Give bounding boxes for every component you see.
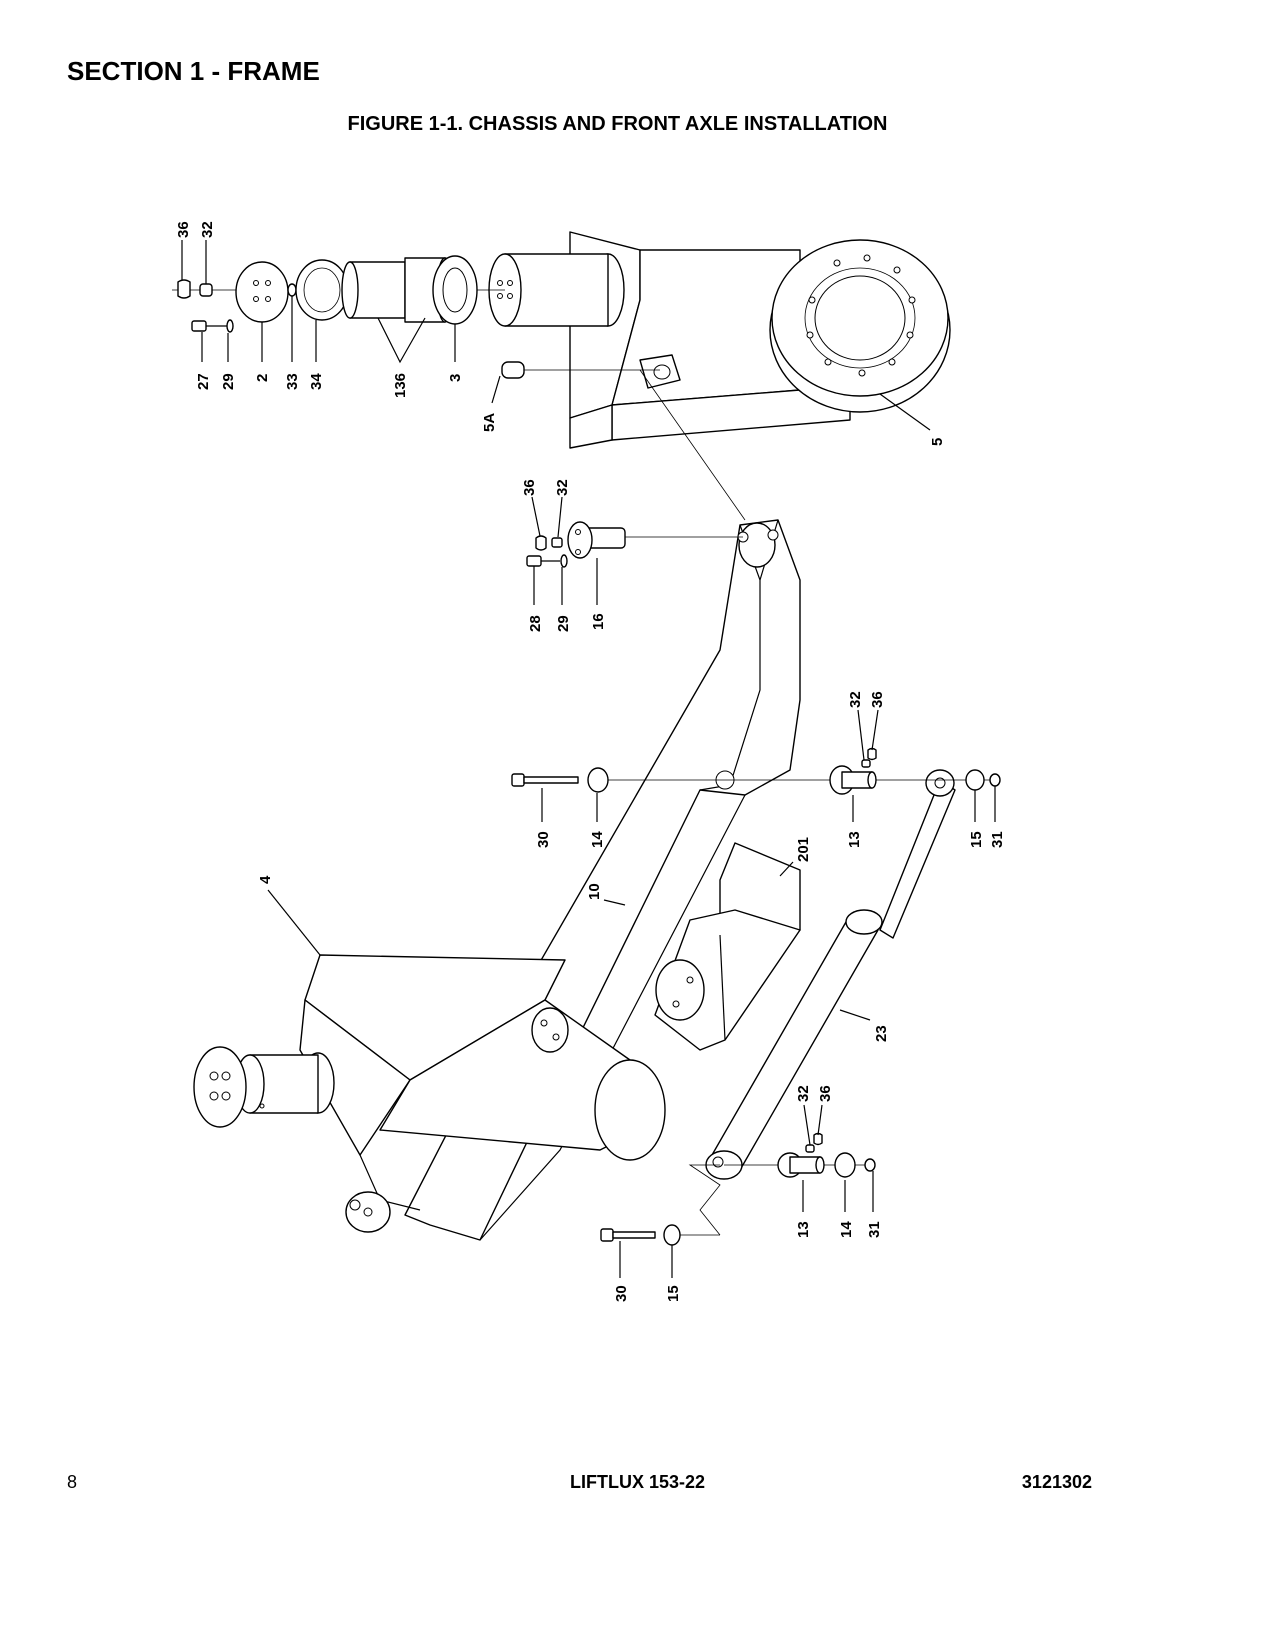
callout-36: 36: [817, 1085, 834, 1102]
callout-13: 13: [846, 831, 863, 848]
callout-5a: 5A: [481, 413, 498, 432]
callout-2: 2: [254, 374, 271, 382]
callout-30: 30: [535, 831, 552, 848]
part-36-cap-a: [177, 279, 191, 299]
middle-pin-stack: [267, 709, 1001, 956]
callout-13: 13: [795, 1221, 812, 1238]
callout-34: 34: [308, 373, 325, 390]
callout-201: 201: [795, 837, 812, 862]
part-27-bolt: [191, 320, 207, 332]
callout-4: 4: [257, 875, 274, 884]
top-exploded-parts: [172, 255, 660, 379]
part-29-washer-a: [226, 319, 234, 333]
callout-10: 10: [586, 883, 603, 900]
part-5a-bushing: [501, 361, 525, 379]
part-4-rear-housing: [193, 954, 666, 1233]
callout-15: 15: [665, 1285, 682, 1302]
callout-36: 36: [521, 479, 538, 496]
top-callout-leaders: [181, 240, 501, 404]
part-16-pivot-pin: [526, 496, 743, 605]
callout-32: 32: [554, 479, 571, 496]
callout-32: 32: [199, 221, 216, 238]
part-2-cap-plate: [235, 261, 289, 323]
page-number: 8: [67, 1472, 78, 1492]
callout-labels: 36 32 27 29 2 33 34 136 3 5A 5 36 32 28 …: [175, 221, 1006, 1302]
callout-5: 5: [929, 438, 946, 446]
part-5-axle-housing: [488, 231, 951, 449]
callout-28: 28: [527, 615, 544, 632]
document-number: 3121302: [1021, 1472, 1092, 1492]
callout-23: 23: [873, 1025, 890, 1042]
part-23-cylinder: [705, 769, 956, 1180]
part-33-shim: [287, 283, 297, 297]
callout-36: 36: [869, 691, 886, 708]
figure-title: FIGURE 1-1. CHASSIS AND FRONT AXLE INSTA…: [347, 113, 888, 135]
callout-29: 29: [220, 373, 237, 390]
callout-14: 14: [589, 831, 606, 848]
callout-15: 15: [968, 831, 985, 848]
part-32-fitting-a: [199, 283, 213, 297]
bottom-pin-stack: [600, 1009, 876, 1278]
callout-30: 30: [613, 1285, 630, 1302]
callout-32: 32: [795, 1085, 812, 1102]
callout-3: 3: [447, 374, 464, 382]
document-title: LIFTLUX 153-22: [569, 1472, 706, 1492]
callout-136: 136: [392, 373, 409, 398]
callout-36: 36: [175, 221, 192, 238]
callout-33: 33: [284, 373, 301, 390]
callout-32: 32: [847, 691, 864, 708]
callout-27: 27: [195, 373, 212, 390]
callout-31: 31: [989, 831, 1006, 848]
callout-31: 31: [866, 1221, 883, 1238]
section-title: SECTION 1 - FRAME: [67, 56, 320, 86]
callout-29: 29: [555, 615, 572, 632]
part-201-bracket: [654, 842, 801, 1051]
callout-14: 14: [838, 1221, 855, 1238]
part-136-bushing: [349, 261, 406, 319]
callout-16: 16: [590, 613, 607, 630]
